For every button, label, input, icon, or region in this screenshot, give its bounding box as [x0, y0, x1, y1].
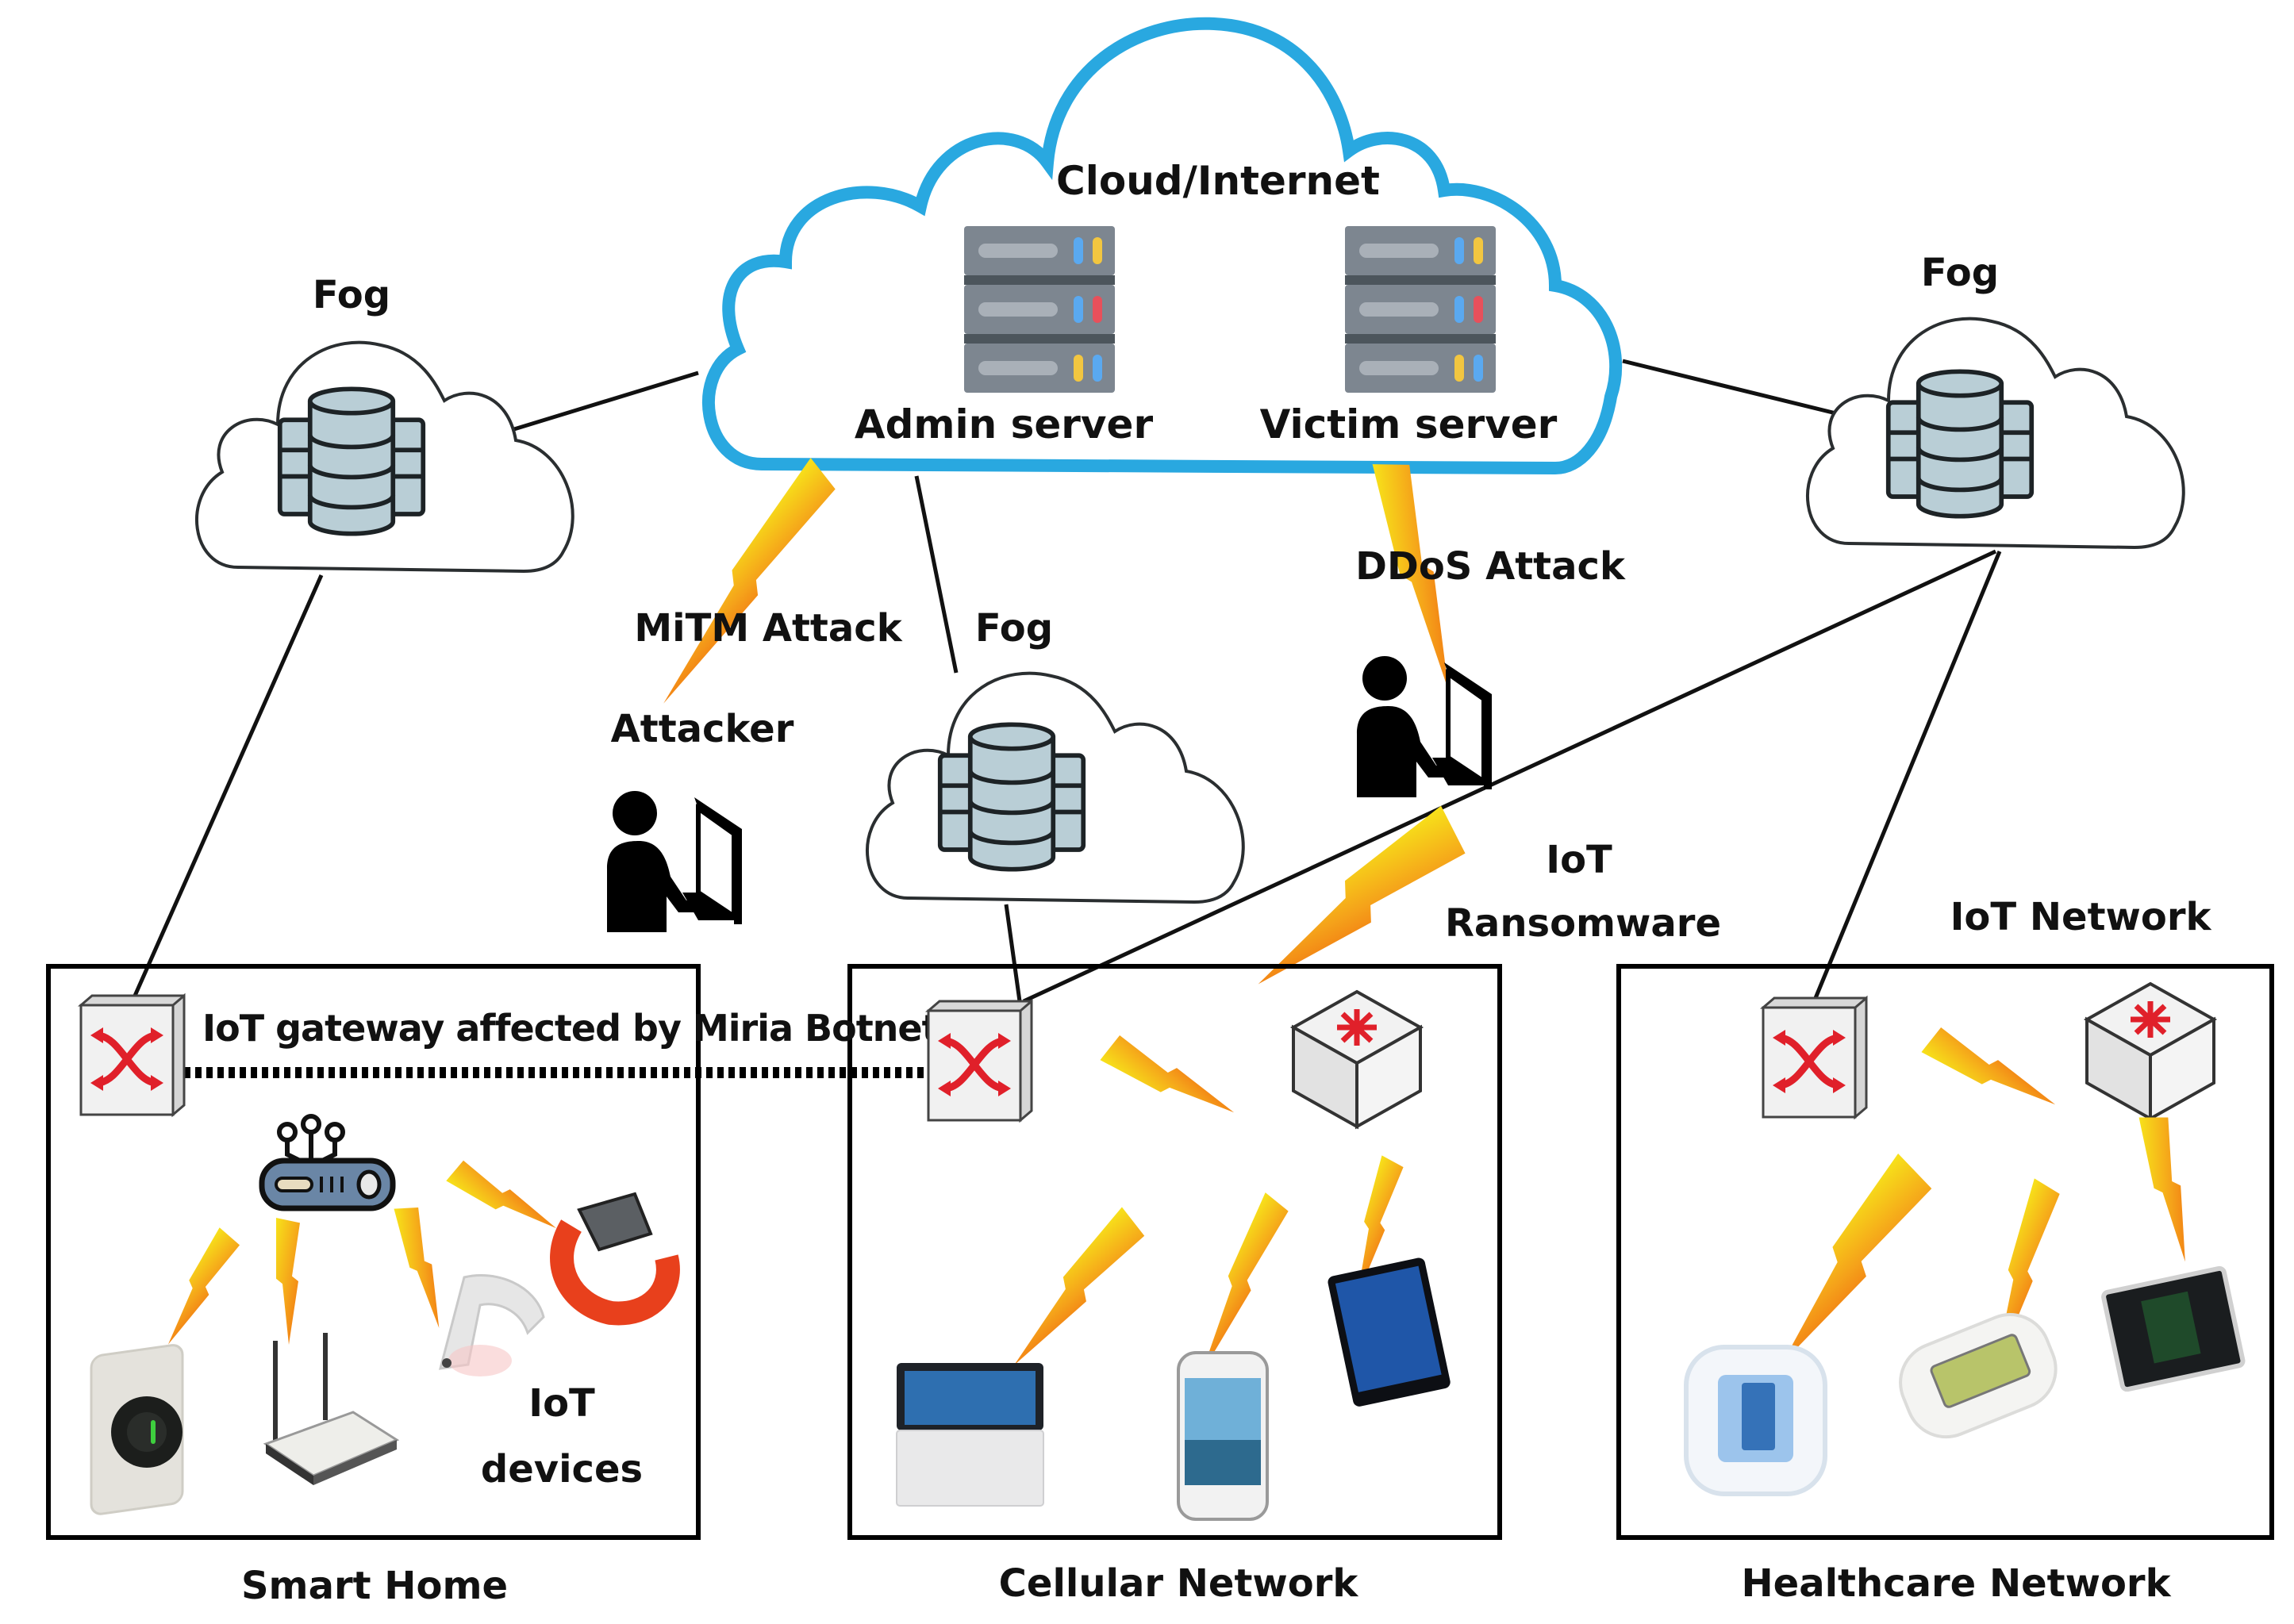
bolt-icon — [276, 1218, 300, 1345]
fog-node-center[interactable]: Fog — [865, 606, 1245, 904]
ransomware-bolt-icon — [1240, 805, 1474, 1004]
network-smart-home: Smart Home — [46, 964, 701, 1608]
server-led-indicator — [1474, 237, 1483, 264]
ransomware-label-line1: IoT — [1546, 838, 1612, 882]
link-cloud-fog-center — [914, 475, 959, 674]
bolt-icon — [394, 1202, 450, 1332]
cellular-label: Cellular Network — [999, 1561, 1359, 1606]
smart-home-box — [46, 964, 701, 1540]
bolt-icon — [1761, 1153, 1938, 1376]
smart-home-gateway-switch-icon[interactable] — [81, 996, 184, 1115]
bolt-icon — [999, 1207, 1150, 1376]
ddos-attacker-person-icon — [1357, 656, 1492, 797]
glucose-monitor-device[interactable] — [1684, 1345, 1827, 1496]
healthcare-label: Healthcare Network — [1741, 1561, 2171, 1606]
wifi-router-device[interactable] — [263, 1333, 400, 1485]
cellular-gateway-switch-icon[interactable] — [928, 1001, 1032, 1120]
fog-label: Fog — [1921, 251, 1999, 295]
blood-pressure-monitor-device[interactable] — [1889, 1303, 2068, 1449]
server-rack-icon — [964, 226, 1115, 393]
healthcare-hub-switch-icon[interactable] — [2087, 984, 2214, 1119]
mitm-attack-label: MiTM Attack — [634, 606, 902, 651]
bolt-icon — [2138, 1111, 2199, 1265]
cellular-hub-switch-icon[interactable] — [1293, 992, 1420, 1127]
ransomware-label-line2: Ransomware — [1445, 901, 1721, 946]
smart-watch-device[interactable] — [550, 1192, 680, 1326]
victim-server-label: Victim server — [1260, 401, 1558, 447]
iot-devices-label-line1: IoT — [528, 1381, 595, 1426]
server-led-indicator — [1074, 355, 1083, 382]
fog-node-left[interactable]: Fog — [194, 273, 574, 573]
server-led-indicator — [1093, 237, 1102, 264]
bolt-icon — [1921, 1024, 2062, 1119]
bolt-icon — [1188, 1192, 1292, 1379]
fog-node-right[interactable]: Fog — [1805, 251, 2185, 549]
tablet-device[interactable] — [1327, 1257, 1451, 1407]
link-cloud-fog-left — [495, 370, 699, 437]
bolt-icon — [446, 1158, 563, 1241]
iot-devices-label-line2: devices — [481, 1447, 643, 1492]
victim-server-leds — [1454, 237, 1483, 382]
cellular-box — [847, 964, 1502, 1540]
thermostat-device[interactable] — [90, 1344, 184, 1515]
botnet-link-label: IoT gateway affected by Miria Botnet — [202, 1007, 939, 1050]
smart-home-label: Smart Home — [241, 1564, 508, 1608]
server-led-indicator — [1093, 355, 1102, 382]
bolt-icon — [156, 1227, 243, 1351]
admin-server-label: Admin server — [855, 401, 1154, 447]
server-rack-icon — [1345, 226, 1496, 393]
server-led-indicator — [1454, 355, 1464, 382]
cloud-title: Cloud/Internet — [1056, 158, 1380, 204]
attacker-label: Attacker — [611, 707, 794, 751]
server-led-indicator — [1093, 296, 1102, 323]
fog-label: Fog — [975, 606, 1053, 651]
smart-home-router-icon[interactable] — [259, 1114, 396, 1211]
admin-server-leds — [1074, 237, 1102, 382]
server-led-indicator — [1474, 355, 1483, 382]
link-fog-left-smarthome — [133, 574, 324, 997]
cloud-internet: Cloud/Internet Admin server Victim serve… — [701, 17, 1623, 475]
server-led-indicator — [1454, 296, 1464, 323]
ecg-monitor-device[interactable] — [2101, 1265, 2246, 1392]
motion-sensor-device[interactable] — [438, 1273, 545, 1376]
laptop-device[interactable] — [896, 1363, 1044, 1507]
healthcare-box — [1616, 964, 2274, 1540]
link-fog-center-cellular — [1004, 904, 1022, 1002]
server-led-indicator — [1454, 237, 1464, 264]
server-led-indicator — [1074, 237, 1083, 264]
victim-server[interactable]: Victim server — [1260, 226, 1558, 447]
healthcare-gateway-switch-icon[interactable] — [1763, 998, 1866, 1117]
admin-server[interactable]: Admin server — [855, 226, 1154, 447]
fog-label: Fog — [313, 273, 390, 317]
link-fog-right-healthcare — [1813, 551, 2002, 999]
iot-network-label: IoT Network — [1950, 895, 2212, 939]
server-led-indicator — [1474, 296, 1483, 323]
attacker-person-icon — [607, 791, 742, 932]
server-led-indicator — [1074, 296, 1083, 323]
bolt-icon — [1100, 1032, 1241, 1127]
network-healthcare: Healthcare Network — [1616, 964, 2274, 1606]
link-cloud-fog-right — [1622, 359, 1850, 419]
link-fog-right-cellular — [1022, 549, 1997, 1004]
connections — [133, 359, 2002, 1004]
ddos-attack-label: DDoS Attack — [1355, 544, 1626, 589]
smartphone-device[interactable] — [1177, 1351, 1269, 1521]
network-cellular: Cellular Network — [847, 964, 1502, 1606]
mitm-bolt-icon — [647, 458, 842, 714]
